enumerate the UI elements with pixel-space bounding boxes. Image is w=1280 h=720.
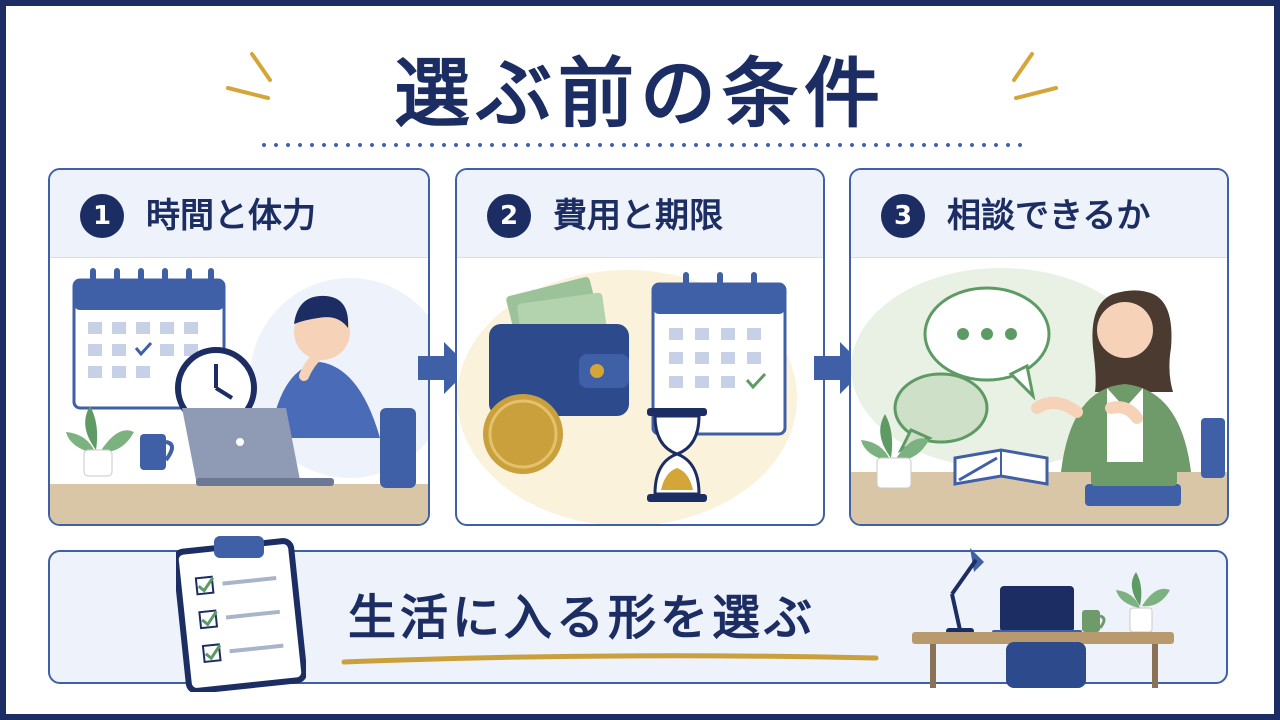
step-card-header: 2 費用と期限 bbox=[457, 170, 823, 258]
wallet-icon bbox=[489, 277, 629, 416]
time-stamina-illustration bbox=[50, 268, 428, 524]
home-desk-workspace-illustration bbox=[912, 548, 1174, 688]
step-label: 相談できるか bbox=[947, 196, 1151, 236]
step-card-cost-deadline: 2 費用と期限 bbox=[455, 168, 825, 526]
open-notebook-icon bbox=[953, 448, 1049, 486]
summary-underline bbox=[341, 653, 879, 665]
office-chair-icon bbox=[1006, 642, 1086, 688]
step-card-time-stamina: 1 時間と体力 bbox=[48, 168, 430, 526]
step-card-consultation: 3 相談できるか bbox=[849, 168, 1229, 526]
cost-deadline-illustration bbox=[457, 270, 797, 524]
advisor-woman-illustration bbox=[1031, 290, 1225, 478]
mug-icon bbox=[140, 434, 174, 470]
consultation-illustration bbox=[851, 268, 1227, 524]
title-dotted-divider bbox=[258, 142, 1022, 148]
clock-icon bbox=[175, 347, 257, 429]
step-label: 費用と期限 bbox=[553, 196, 723, 236]
step-card-header: 1 時間と体力 bbox=[50, 170, 428, 258]
mug-icon bbox=[1082, 610, 1106, 632]
step-number-badge: 1 bbox=[80, 194, 124, 238]
yen-symbol: ¥ bbox=[511, 498, 535, 526]
step-number-badge: 2 bbox=[487, 194, 531, 238]
right-spark-decoration bbox=[1012, 52, 1058, 100]
summary-text: 生活に入る形を選ぶ bbox=[348, 590, 817, 646]
step-number-badge: 3 bbox=[881, 194, 925, 238]
calendar-icon bbox=[651, 272, 787, 436]
checklist-clipboard-icon bbox=[176, 536, 306, 692]
left-spark-decoration bbox=[226, 52, 272, 100]
step-card-header: 3 相談できるか bbox=[851, 170, 1227, 258]
laptop-icon bbox=[182, 408, 334, 486]
desk-lamp-icon bbox=[946, 548, 984, 634]
thinking-man-illustration bbox=[270, 295, 416, 488]
speech-bubble-icon bbox=[923, 286, 1051, 401]
page-title: 選ぶ前の条件 bbox=[394, 49, 886, 138]
books-icon bbox=[1085, 462, 1181, 506]
yen-coin-icon bbox=[483, 394, 563, 474]
plant-icon bbox=[1116, 572, 1170, 633]
step-label: 時間と体力 bbox=[146, 196, 316, 236]
plant-icon bbox=[66, 406, 134, 477]
hourglass-icon bbox=[647, 408, 707, 502]
laptop-icon bbox=[992, 586, 1082, 636]
plant-icon bbox=[861, 414, 929, 489]
